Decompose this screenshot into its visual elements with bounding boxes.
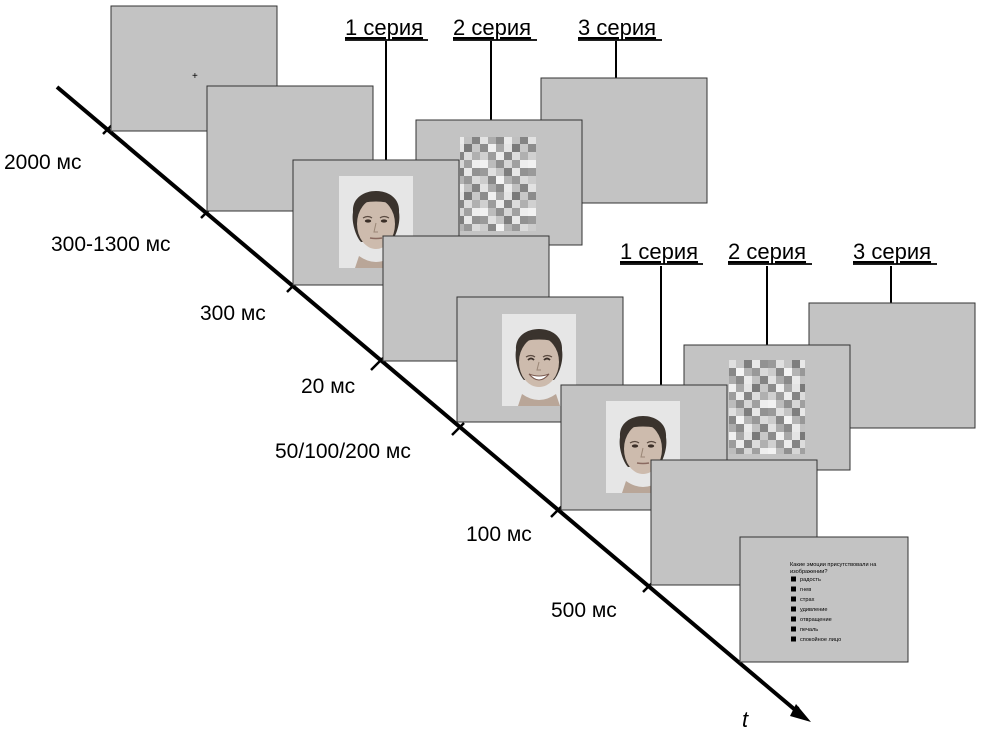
question-line-1: Какие эмоции присутствовали на — [790, 562, 877, 568]
option-label: отвращение — [800, 617, 832, 623]
option-checkbox[interactable] — [791, 636, 796, 642]
top-series-2-label: 2 серия — [453, 15, 531, 40]
option-checkbox[interactable] — [791, 586, 796, 592]
option-label: удивление — [800, 607, 828, 613]
time-label-face-3: 100 мс — [466, 523, 532, 546]
option-label: гнев — [800, 587, 811, 593]
tick-4 — [451, 422, 465, 436]
question-line-2: изображении? — [790, 569, 827, 575]
option-checkbox[interactable] — [791, 596, 796, 602]
time-label-face-1: 300 мс — [200, 302, 266, 325]
option-label: страх — [800, 597, 815, 603]
time-axis-arrowhead — [790, 704, 811, 722]
option-checkbox[interactable] — [791, 626, 796, 632]
option-checkbox[interactable] — [791, 576, 796, 582]
top-series-3-label: 3 серия — [578, 15, 656, 40]
option-label: печаль — [800, 627, 818, 633]
time-label-response: 500 мс — [551, 599, 617, 622]
time-label-face-2: 50/100/200 мс — [275, 440, 411, 463]
fixation-cross: + — [192, 71, 198, 82]
axis-label-t: t — [742, 707, 749, 732]
top-series-1-label: 1 серия — [345, 15, 423, 40]
option-label: радость — [800, 577, 821, 583]
tick-3 — [370, 357, 384, 371]
response-screen — [739, 536, 909, 663]
time-axis — [55, 85, 804, 717]
emotion-options: радость гнев страх удивление отвращение печал… — [791, 576, 841, 643]
time-label-fixation: 2000 мс — [4, 151, 82, 174]
time-label-blank: 300-1300 мс — [51, 233, 171, 256]
option-checkbox[interactable] — [791, 616, 796, 622]
option-label: спокойное лицо — [800, 636, 841, 643]
top-mosaic-image — [460, 137, 536, 231]
time-label-blank-2: 20 мс — [301, 375, 355, 398]
bottom-series-3-label: 3 серия — [853, 239, 931, 264]
option-checkbox[interactable] — [791, 606, 796, 612]
bottom-series-2-label: 2 серия — [728, 239, 806, 264]
bottom-series-1-label: 1 серия — [620, 239, 698, 264]
bottom-mosaic-image — [729, 360, 805, 454]
